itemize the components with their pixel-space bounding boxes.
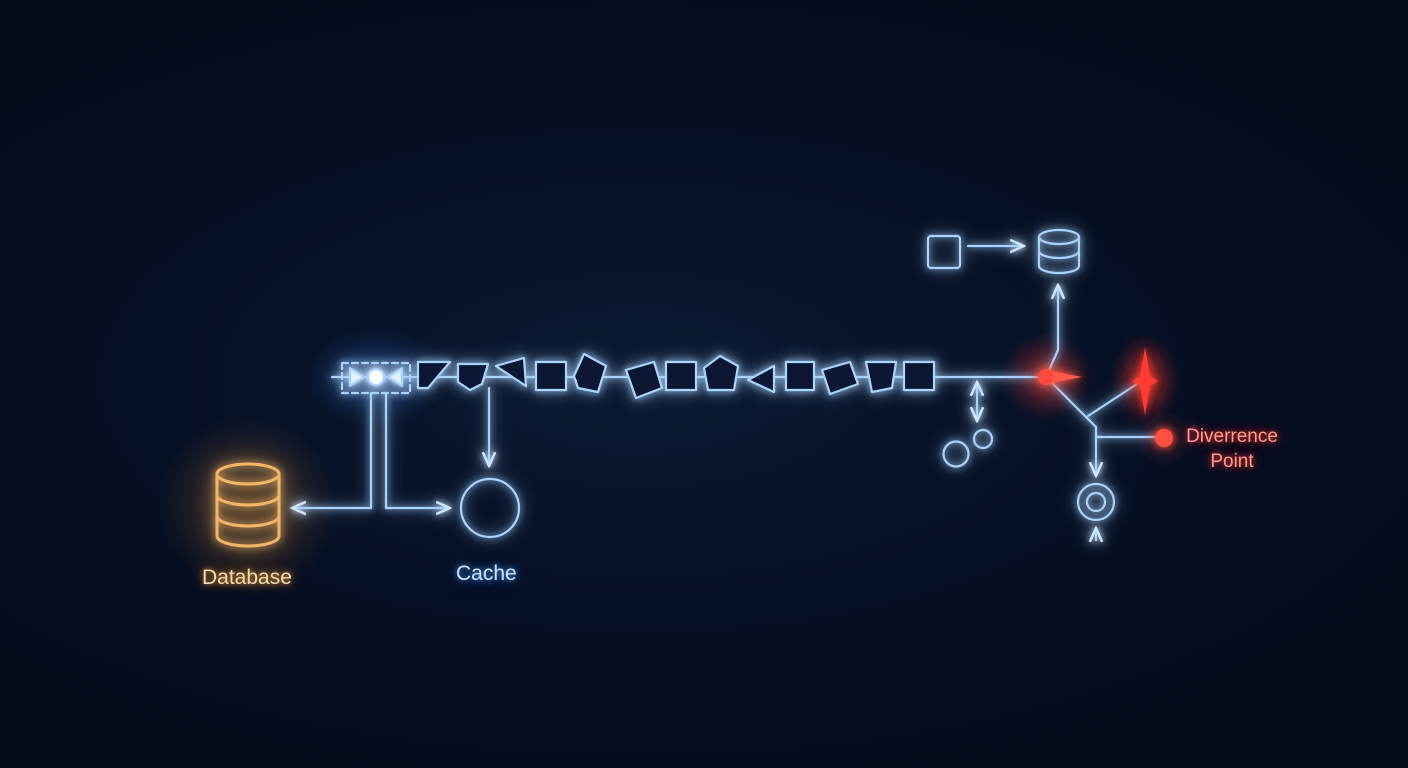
packet-shape-7	[664, 360, 698, 392]
divergence-point-icon	[1155, 429, 1173, 447]
divergence-spark-icon	[1132, 347, 1158, 415]
packet-shape-4	[534, 360, 568, 392]
source-box	[926, 234, 962, 270]
database-label: Database	[202, 566, 292, 589]
cache-circle-icon	[459, 477, 521, 539]
database-icon	[215, 462, 281, 548]
up-branch-to-storage	[1044, 285, 1058, 379]
packet-shape-6	[624, 360, 664, 400]
packet-shape-5	[572, 352, 608, 394]
packet-shape-13	[902, 360, 936, 392]
divergence-node	[1038, 369, 1054, 385]
valve-left-triangle	[348, 366, 366, 388]
cache-label: Cache	[456, 562, 517, 585]
bubble-large	[942, 440, 970, 468]
packet-shape-10	[784, 360, 816, 392]
storage-database-icon	[1037, 228, 1081, 275]
packet-shape-11	[820, 360, 860, 396]
branch-diagonal	[1044, 375, 1098, 429]
packet-shape-9	[746, 364, 776, 394]
packet-shape-1	[416, 360, 452, 390]
valve-right-triangle	[386, 366, 404, 388]
valve-icon	[366, 367, 386, 387]
divergence-arrowhead	[1046, 370, 1082, 384]
packet-shape-3	[494, 356, 528, 388]
packet-shape-12	[864, 360, 898, 394]
target-icon	[1076, 482, 1116, 522]
divergence-group	[1038, 347, 1173, 447]
divergence-point-label: Diverrence Point	[1186, 426, 1278, 472]
valve-box	[340, 361, 412, 395]
packet-shape-8	[702, 354, 740, 392]
bubble-small	[972, 428, 994, 450]
pipeline-group	[292, 228, 1160, 540]
branch-to-spark	[1086, 380, 1142, 418]
packet-shape-2	[456, 362, 490, 392]
